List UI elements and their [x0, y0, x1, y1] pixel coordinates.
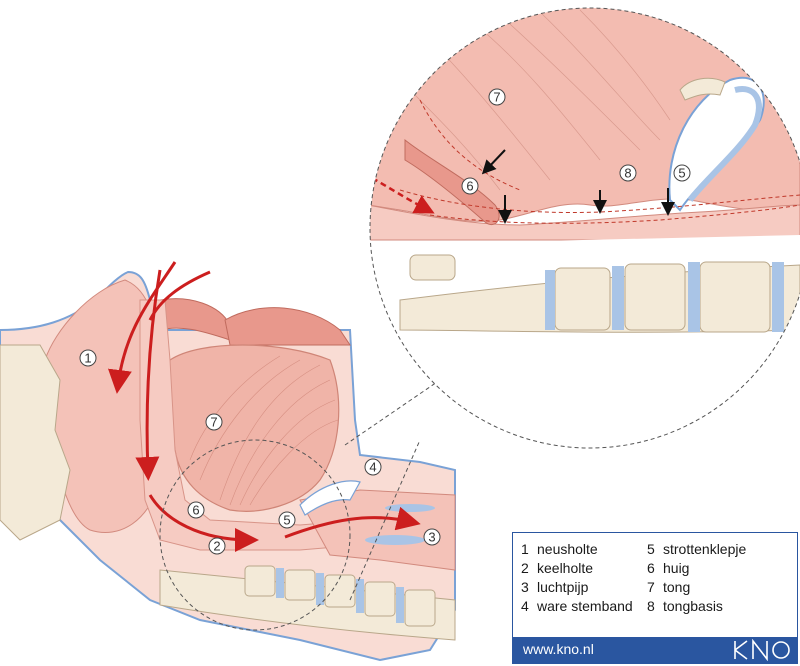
upper-palate — [224, 307, 351, 346]
label-ware-stemband: 4 — [364, 458, 382, 476]
label-num: 5 — [678, 166, 685, 181]
legend-item: 7 tong — [647, 579, 791, 596]
website-link[interactable]: www.kno.nl — [523, 641, 594, 657]
label-tong: 7 — [205, 413, 223, 431]
label-num: 2 — [213, 539, 220, 554]
epiglottis — [299, 480, 361, 516]
zoom-airway — [370, 204, 800, 241]
skull-bone — [0, 344, 71, 541]
airflow-arrow-trachea — [284, 506, 421, 539]
legend-item: 4 ware stemband — [521, 598, 639, 615]
label-num: 5 — [283, 513, 290, 528]
legend-num: 6 — [647, 560, 655, 576]
legend-item: 5 strottenklepje — [647, 541, 791, 558]
label-num: 7 — [210, 415, 217, 430]
zoom-circle-border — [369, 7, 800, 449]
zoom-connector-top — [344, 379, 441, 446]
spine — [159, 565, 456, 641]
zoom-black-arrows — [481, 149, 675, 224]
legend-text: huig — [663, 560, 690, 576]
zoom-detail — [370, 8, 800, 448]
label-num: 3 — [428, 530, 435, 545]
number-labels: 1 2 3 4 5 6 7 7 — [79, 88, 691, 555]
zoom-connector-bottom — [349, 439, 421, 601]
label-zoom-huig: 6 — [461, 177, 479, 195]
airflow-arrow-pharynx — [148, 494, 259, 552]
label-zoom-strottenklepje: 5 — [673, 164, 691, 182]
airflow-arrow-mouth — [135, 269, 162, 481]
legend-item: 6 huig — [647, 560, 791, 577]
airflow-arrow-nose — [107, 261, 177, 394]
label-luchtpijp: 3 — [423, 528, 441, 546]
vocal-cord-cartilage — [365, 535, 425, 545]
label-huig: 6 — [187, 501, 205, 519]
legend-text: tong — [663, 579, 691, 595]
legend-item: 8 tongbasis — [647, 598, 791, 615]
head-cross-section — [0, 261, 456, 662]
legend-text: tongbasis — [663, 598, 723, 614]
legend-text: strottenklepje — [663, 541, 747, 557]
legend-num: 1 — [521, 541, 529, 557]
airflow-arrow-top — [148, 270, 211, 321]
kno-logo-icon — [734, 639, 790, 661]
zoom-uvula — [404, 138, 500, 226]
label-zoom-tongbasis: 8 — [619, 164, 637, 182]
zoom-source-circle — [159, 439, 351, 631]
legend-num: 5 — [647, 541, 655, 557]
zoom-epiglottis-cartilage — [687, 86, 762, 202]
airflow-arrows — [107, 261, 421, 552]
zoom-dashed-lines — [399, 99, 800, 224]
label-keelholte: 2 — [208, 537, 226, 555]
label-num: 8 — [624, 166, 631, 181]
legend-num: 4 — [521, 598, 529, 614]
zoom-spine — [399, 254, 800, 333]
label-num: 6 — [466, 179, 473, 194]
label-neusholte: 1 — [79, 349, 97, 367]
label-strottenklepje: 5 — [278, 511, 296, 529]
label-num: 6 — [192, 503, 199, 518]
tongue — [168, 344, 340, 512]
legend-text: ware stemband — [537, 598, 633, 614]
label-num: 1 — [84, 351, 91, 366]
label-num: 7 — [493, 90, 500, 105]
legend-text: luchtpijp — [537, 579, 589, 595]
legend-num: 8 — [647, 598, 655, 614]
legend-item: 2 keelholte — [521, 560, 639, 577]
legend-num: 3 — [521, 579, 529, 595]
zoom-hyoid — [679, 77, 726, 101]
legend-text: neusholte — [537, 541, 598, 557]
legend-num: 2 — [521, 560, 529, 576]
zoom-airflow-arrow — [371, 176, 435, 214]
legend-text: keelholte — [537, 560, 594, 576]
legend-num: 7 — [647, 579, 655, 595]
legend-item: 3 luchtpijp — [521, 579, 639, 596]
legend-footer: www.kno.nl — [513, 637, 797, 663]
vocal-cord-cartilage-2 — [385, 504, 435, 512]
tongue-muscle-lines — [189, 355, 339, 506]
label-num: 4 — [369, 460, 376, 475]
label-zoom-tong: 7 — [488, 88, 506, 106]
legend-item: 1 neusholte — [521, 541, 639, 558]
